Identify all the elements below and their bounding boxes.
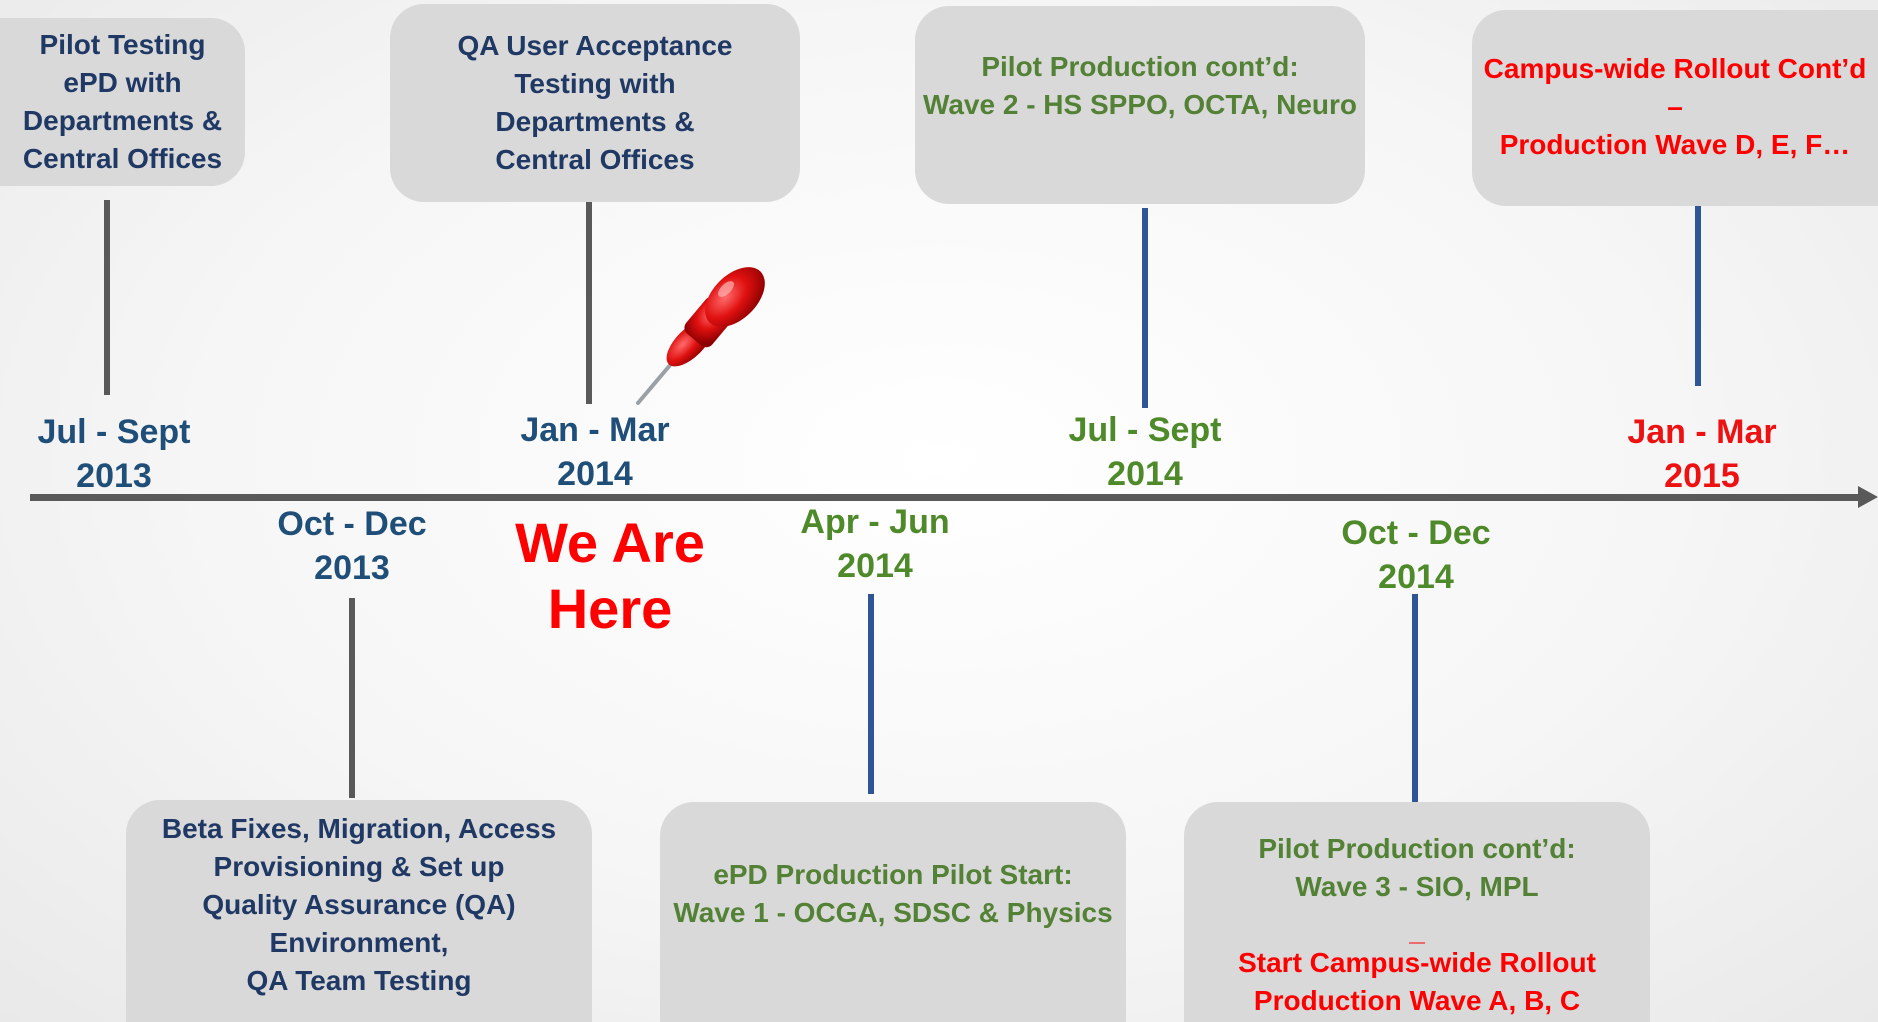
event-box-pilot-testing: Pilot Testing ePD with Departments & Cen…: [0, 18, 245, 186]
event-line: Provisioning & Set up: [213, 851, 505, 882]
event-box-wave-2: Pilot Production cont’d: Wave 2 - HS SPP…: [915, 6, 1365, 204]
event-line: _: [1409, 915, 1425, 946]
event-line: Beta Fixes, Migration, Access: [161, 813, 557, 844]
event-box-wave-1: ePD Production Pilot Start: Wave 1 - OCG…: [660, 802, 1126, 1022]
event-line: Wave 1 - OCGA, SDSC & Physics: [673, 897, 1113, 928]
event-line: Central Offices: [22, 143, 223, 174]
connector-line: [868, 594, 874, 794]
event-box-qa-acceptance: QA User Acceptance Testing with Departme…: [390, 4, 800, 202]
event-line: Pilot Testing: [39, 29, 206, 60]
event-line: Quality Assurance (QA): [202, 889, 516, 920]
event-line: Central Offices: [495, 144, 695, 175]
event-box-campus-rollout: Campus-wide Rollout Cont’d – Production …: [1472, 10, 1878, 206]
connector-line: [1695, 206, 1701, 386]
connector-line: [586, 202, 592, 404]
event-line: Pilot Production cont’d:: [1258, 833, 1576, 864]
event-line: QA User Acceptance: [457, 30, 733, 61]
event-box-wave-3: Pilot Production cont’d: Wave 3 - SIO, M…: [1184, 802, 1650, 1022]
event-line: Departments &: [22, 105, 223, 136]
event-line: Pilot Production cont’d:: [981, 51, 1299, 82]
we-are-here-label: We Are Here: [515, 511, 705, 640]
event-line: Campus-wide Rollout Cont’d: [1483, 53, 1867, 84]
event-box-beta-fixes: Beta Fixes, Migration, Access Provisioni…: [126, 800, 592, 1022]
connector-line: [1142, 208, 1148, 408]
event-line: Environment,: [269, 927, 449, 958]
event-line: Production Wave A, B, C: [1253, 985, 1581, 1016]
event-line: –: [1667, 91, 1683, 122]
event-line: Start Campus-wide Rollout: [1238, 947, 1596, 978]
connector-line: [104, 200, 110, 395]
event-line: Departments &: [495, 106, 695, 137]
pushpin-icon: [636, 267, 765, 405]
event-line: Testing with: [514, 68, 676, 99]
timeline-arrowhead: [1858, 486, 1878, 508]
event-line: Wave 3 - SIO, MPL: [1295, 871, 1539, 902]
connector-line: [349, 598, 355, 798]
timeline-axis: [30, 494, 1865, 501]
event-line: Wave 2 - HS SPPO, OCTA, Neuro: [922, 89, 1358, 120]
event-line: QA Team Testing: [246, 965, 472, 996]
connector-line: [1412, 594, 1418, 804]
event-line: ePD with: [63, 67, 182, 98]
event-line: ePD Production Pilot Start:: [713, 859, 1073, 890]
event-line: Production Wave D, E, F…: [1499, 129, 1851, 160]
